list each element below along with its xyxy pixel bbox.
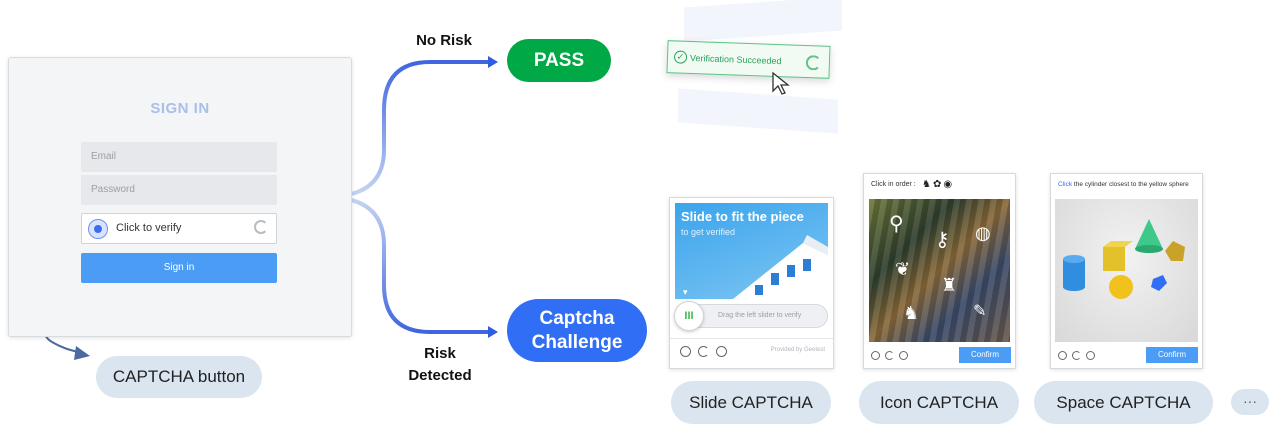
- risk-line-2: Detected: [408, 367, 472, 384]
- confirm-button[interactable]: Confirm: [959, 347, 1011, 363]
- arrow-head-captcha-button: [74, 346, 90, 360]
- arrow-head-challenge: [488, 326, 498, 338]
- slide-title: Slide to fit the piece: [681, 209, 804, 224]
- check-icon: ✓: [673, 50, 688, 64]
- arrow-to-challenge: [325, 195, 488, 334]
- challenge-line-1: Captcha: [539, 307, 615, 329]
- captcha-challenge-badge: Captcha Challenge: [507, 299, 647, 362]
- risk-line-1: Risk: [424, 345, 456, 362]
- close-icon[interactable]: [680, 346, 691, 357]
- more-types-pill: ···: [1231, 389, 1269, 415]
- pen-icon[interactable]: ✎: [973, 303, 987, 320]
- key-icon[interactable]: ⚷: [935, 229, 950, 251]
- slider-handle[interactable]: III: [674, 301, 704, 331]
- space-captcha-label: Space CAPTCHA: [1034, 381, 1213, 424]
- provider-text: Provided by Geetest: [770, 347, 825, 353]
- key-icon[interactable]: ⚲: [889, 213, 904, 235]
- geetest-logo-icon: [805, 55, 822, 71]
- slide-puzzle-image: Slide to fit the piece to get verified ▾: [675, 203, 828, 299]
- pass-badge: PASS: [507, 39, 611, 82]
- info-icon[interactable]: [716, 346, 727, 357]
- signin-button[interactable]: Sign in: [81, 253, 277, 283]
- arrow-head-pass: [488, 56, 498, 68]
- info-icon[interactable]: [899, 351, 908, 360]
- bird-icon[interactable]: ❦: [895, 259, 911, 279]
- shuttlecock-icon[interactable]: ♜: [941, 275, 958, 295]
- icon-captcha-label: Icon CAPTCHA: [859, 381, 1019, 424]
- password-field[interactable]: Password: [81, 175, 277, 205]
- 3d-objects-scene: [1063, 219, 1185, 299]
- risk-detected-label: Risk Detected: [392, 343, 488, 387]
- email-field[interactable]: Email: [81, 142, 277, 172]
- confirm-button[interactable]: Confirm: [1146, 347, 1198, 363]
- verify-label: Click to verify: [116, 222, 182, 234]
- high-heel-icon[interactable]: ♞: [903, 303, 920, 323]
- geetest-logo-icon: [254, 220, 268, 234]
- icon-captcha-image[interactable]: ⚲ ⚷ ◍ ❦ ♜ ✎ ♞: [869, 199, 1010, 342]
- slide-subtitle: to get verified: [681, 227, 736, 237]
- refresh-icon[interactable]: [1072, 351, 1081, 360]
- challenge-line-2: Challenge: [531, 331, 623, 353]
- space-captcha-image[interactable]: [1055, 199, 1198, 342]
- refresh-icon[interactable]: [698, 346, 709, 357]
- svg-text:▾: ▾: [683, 288, 688, 298]
- icon-captcha-card: Click in order : ♞✿◉ ⚲ ⚷ ◍ ❦ ♜ ✎ ♞ Confi…: [863, 173, 1016, 369]
- refresh-icon[interactable]: [885, 351, 894, 360]
- slide-captcha-label: Slide CAPTCHA: [671, 381, 831, 424]
- signin-panel: SIGN IN Email Password Click to verify S…: [8, 57, 352, 337]
- success-text: Verification Succeeded: [689, 52, 782, 67]
- captcha-verify-button[interactable]: Click to verify: [81, 213, 277, 244]
- signin-title: SIGN IN: [150, 100, 210, 117]
- icon-instruction: Click in order :: [871, 181, 916, 188]
- no-risk-label: No Risk: [416, 32, 472, 49]
- slide-captcha-card: Slide to fit the piece to get verified ▾…: [669, 197, 834, 369]
- close-icon[interactable]: [1058, 351, 1067, 360]
- space-instruction: Click the cylinder closest to the yellow…: [1058, 181, 1189, 188]
- instruction-text: the cylinder closest to the yellow spher…: [1073, 181, 1189, 188]
- arrow-to-pass: [325, 60, 488, 199]
- globe-icon[interactable]: ◍: [975, 223, 991, 243]
- building-illustration: ▾: [683, 235, 828, 299]
- close-icon[interactable]: [871, 351, 880, 360]
- info-icon[interactable]: [1086, 351, 1095, 360]
- captcha-dot-icon: [88, 219, 108, 239]
- cursor-icon: [772, 71, 790, 95]
- card-divider: [670, 338, 833, 339]
- instruction-link: Click: [1058, 181, 1073, 188]
- slider-hint: Drag the left slider to verify: [718, 312, 802, 319]
- target-icons: ♞✿◉: [922, 179, 955, 190]
- verification-success-card: ✓ Verification Succeeded: [666, 40, 831, 79]
- captcha-button-label: CAPTCHA button: [96, 356, 262, 398]
- space-captcha-card: Click the cylinder closest to the yellow…: [1050, 173, 1203, 369]
